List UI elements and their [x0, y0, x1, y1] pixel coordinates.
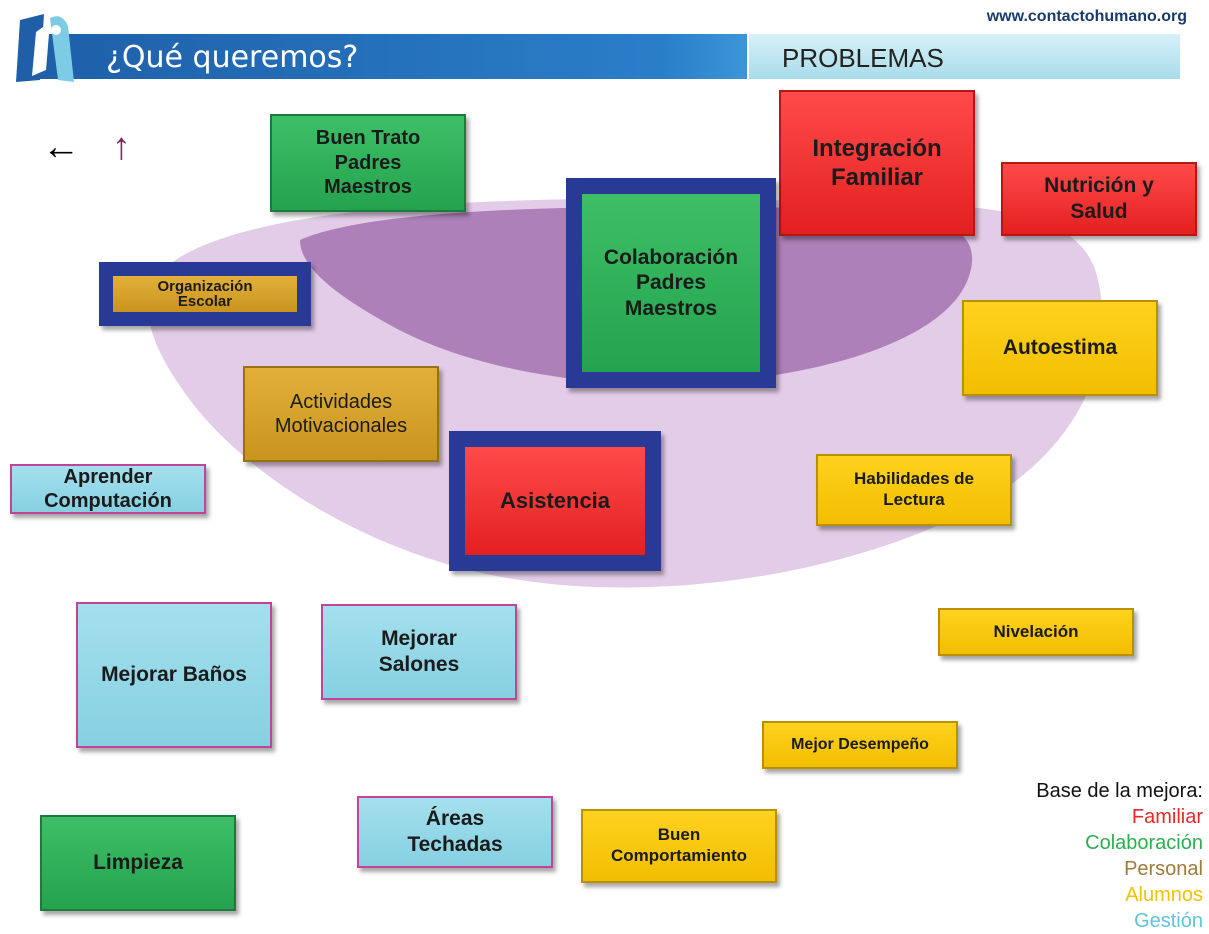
box-autoestima[interactable]: Autoestima [962, 300, 1158, 396]
box-asistencia[interactable]: Asistencia [449, 431, 661, 571]
legend-personal: Personal [1124, 858, 1203, 880]
asistencia-label: Asistencia [465, 447, 645, 555]
up-arrow-icon[interactable]: ↑ [112, 126, 131, 168]
legend-alumnos: Alumnos [1125, 884, 1203, 906]
box-aprender-computacion[interactable]: Aprender Computación [10, 464, 206, 514]
box-actividades[interactable]: Actividades Motivacionales [243, 366, 439, 462]
box-nivelacion[interactable]: Nivelación [938, 608, 1134, 656]
colaboracion-label: Colaboración Padres Maestros [582, 194, 760, 372]
box-mejor-desempeno[interactable]: Mejor Desempeño [762, 721, 958, 769]
box-buen-trato[interactable]: Buen Trato Padres Maestros [270, 114, 466, 212]
legend-title: Base de la mejora: [1036, 780, 1203, 802]
back-arrow-icon[interactable]: ← [42, 126, 80, 168]
box-integracion-familiar[interactable]: Integración Familiar [779, 90, 975, 236]
box-habilidades-lectura[interactable]: Habilidades de Lectura [816, 454, 1012, 526]
page-title: ¿Qué queremos? [106, 40, 359, 75]
section-banner [747, 34, 1180, 79]
website-url[interactable]: www.contactohumano.org [986, 8, 1187, 25]
legend-gestion: Gestión [1134, 910, 1203, 932]
box-areas-techadas[interactable]: Áreas Techadas [357, 796, 553, 868]
box-buen-comportamiento[interactable]: Buen Comportamiento [581, 809, 777, 883]
section-label: PROBLEMAS [782, 43, 944, 73]
box-colaboracion[interactable]: Colaboración Padres Maestros [566, 178, 776, 388]
box-limpieza[interactable]: Limpieza [40, 815, 236, 911]
box-organizacion-escolar[interactable]: Organización Escolar [99, 262, 311, 326]
legend-colaboracion: Colaboración [1085, 832, 1203, 854]
box-nutricion-salud[interactable]: Nutrición y Salud [1001, 162, 1197, 236]
box-mejorar-banos[interactable]: Mejorar Baños [76, 602, 272, 748]
box-mejorar-salones[interactable]: Mejorar Salones [321, 604, 517, 700]
organizacion-label: Organización Escolar [113, 276, 297, 312]
legend-familiar: Familiar [1131, 806, 1203, 828]
logo-icon [16, 14, 74, 83]
